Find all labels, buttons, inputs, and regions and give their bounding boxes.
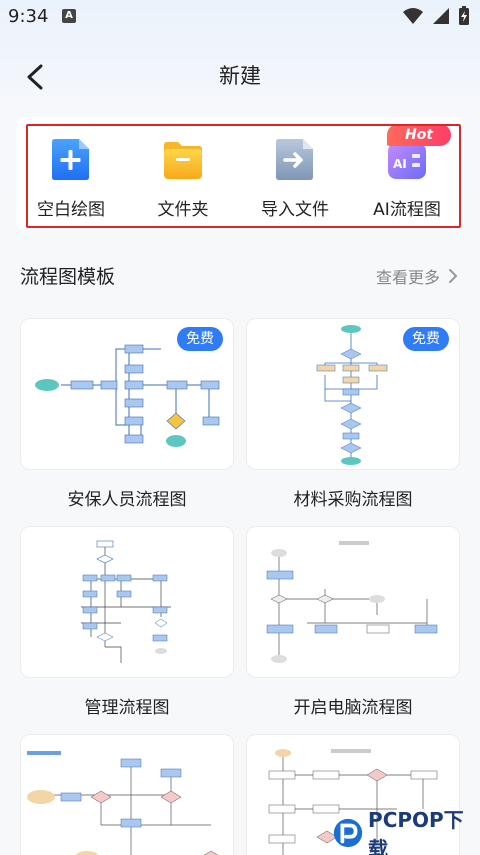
folder-icon bbox=[164, 142, 202, 179]
blank-drawing-button[interactable]: 空白绘图 bbox=[16, 135, 126, 225]
import-file-label: 导入文件 bbox=[261, 200, 329, 220]
hot-badge: Hot bbox=[387, 124, 451, 146]
see-more-label: 查看更多 bbox=[375, 268, 440, 287]
folder-button[interactable]: 文件夹 bbox=[128, 135, 238, 225]
notification-icon: A bbox=[62, 9, 76, 23]
template-thumbnail bbox=[316, 325, 388, 465]
status-icons bbox=[402, 6, 470, 26]
watermark: PCPOP下载 bbox=[332, 808, 477, 855]
pcpop-logo-icon bbox=[333, 818, 363, 847]
ai-flowchart-button[interactable]: AI AI流程图 bbox=[352, 135, 462, 225]
free-badge: 免费 bbox=[403, 327, 449, 351]
template-name: 材料采购流程图 bbox=[293, 490, 413, 510]
template-card-management[interactable] bbox=[20, 526, 234, 678]
template-card-security[interactable]: 免费 bbox=[20, 318, 234, 470]
template-name: 管理流程图 bbox=[84, 698, 170, 718]
battery-icon bbox=[459, 6, 469, 25]
status-bar: 9:34 A bbox=[0, 0, 480, 34]
section-title: 流程图模板 bbox=[20, 266, 116, 288]
template-thumbnail bbox=[81, 540, 171, 663]
template-name: 安保人员流程图 bbox=[67, 490, 187, 510]
template-thumbnail bbox=[35, 344, 220, 447]
folder-label: 文件夹 bbox=[157, 200, 209, 220]
ai-flowchart-icon: AI bbox=[388, 143, 426, 179]
import-file-button[interactable]: 导入文件 bbox=[240, 135, 350, 225]
free-badge: 免费 bbox=[177, 327, 223, 351]
signal-icon bbox=[433, 8, 449, 24]
template-thumbnail bbox=[268, 749, 438, 855]
chevron-left-icon bbox=[27, 64, 43, 90]
watermark-text: PCPOP下载 bbox=[368, 807, 464, 855]
wifi-icon bbox=[403, 8, 423, 24]
template-card-5[interactable] bbox=[20, 734, 234, 855]
page-title: 新建 bbox=[219, 64, 261, 88]
template-thumbnail bbox=[266, 541, 438, 663]
blank-drawing-label: 空白绘图 bbox=[37, 200, 105, 220]
template-name: 开启电脑流程图 bbox=[293, 698, 413, 718]
blank-drawing-icon bbox=[52, 139, 89, 180]
status-time: 9:34 bbox=[8, 6, 49, 27]
template-card-procurement[interactable]: 免费 bbox=[246, 318, 460, 470]
back-button[interactable] bbox=[20, 60, 50, 94]
template-thumbnail bbox=[27, 751, 219, 855]
svg-text:AI: AI bbox=[393, 157, 407, 171]
see-more-link[interactable]: 查看更多 bbox=[376, 264, 458, 288]
template-card-computer-startup[interactable] bbox=[246, 526, 460, 678]
chevron-right-icon bbox=[449, 269, 458, 283]
ai-flowchart-label: AI流程图 bbox=[373, 200, 441, 220]
import-file-icon bbox=[276, 139, 313, 180]
